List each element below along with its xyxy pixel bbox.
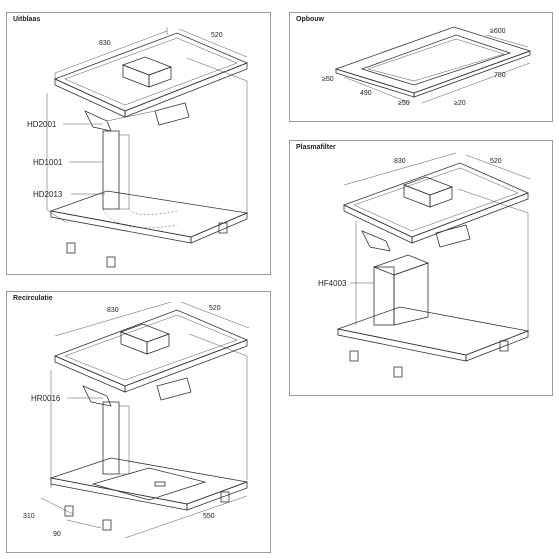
dim-label: 780 (494, 72, 506, 79)
panel-title: Opbouw (296, 16, 324, 23)
dim-width: 830 (107, 307, 119, 314)
dim-label: ≥20 (454, 100, 466, 107)
part-label: HF4003 (318, 279, 347, 288)
panel-plasmafilter: Plasmafilter 830 520 HF40 (289, 140, 553, 396)
recirculatie-drawing: 830 520 310 90 550 HR0016 (23, 301, 250, 539)
panel-opbouw: Opbouw ≥600 780 490 ≥50 ≥50 ≥20 (289, 12, 553, 122)
part-label: HD2013 (33, 190, 63, 199)
dim-depth: 520 (209, 305, 221, 312)
panel-title: Plasmafilter (296, 144, 336, 151)
dim-width: 830 (394, 158, 406, 165)
dim-depth: 520 (490, 158, 502, 165)
dim-label: ≥50 (398, 100, 410, 107)
dim-label: 90 (53, 531, 61, 538)
dim-label: 310 (23, 513, 35, 520)
part-label: HD1001 (33, 158, 63, 167)
dim-label: 550 (203, 513, 215, 520)
panel-recirculatie: Recirculatie 830 520 (6, 291, 271, 553)
dim-width: 830 (99, 40, 111, 47)
uitblaas-drawing: 830 520 HD2001 HD1001 HD2013 (27, 27, 249, 268)
dim-depth: 520 (211, 32, 223, 39)
panel-uitblaas: Uitblaas 830 (6, 12, 271, 275)
panel-title: Uitblaas (13, 16, 41, 23)
plasmafilter-drawing: 830 520 HF4003 (318, 152, 531, 378)
panel-title: Recirculatie (13, 295, 53, 302)
opbouw-drawing: ≥600 780 490 ≥50 ≥50 ≥20 (322, 26, 532, 107)
dim-label: 490 (360, 90, 372, 97)
part-label: HR0016 (31, 394, 61, 403)
dim-label: ≥50 (322, 76, 334, 83)
part-label: HD2001 (27, 120, 57, 129)
dim-label: ≥600 (490, 28, 506, 35)
